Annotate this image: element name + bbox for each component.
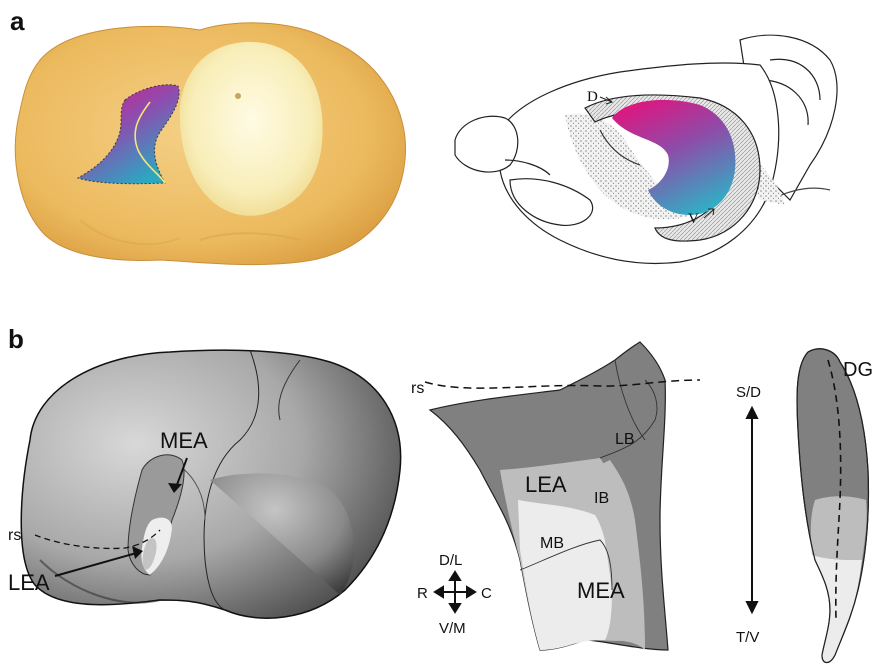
flatmap-label-lea: LEA <box>525 472 567 497</box>
compass-label-right: C <box>481 585 492 602</box>
flatmap-label-ib: IB <box>594 490 609 507</box>
panel-b-hippocampus <box>797 349 868 663</box>
panel-a-brain-photo <box>15 23 405 265</box>
flatmap-label-mb: MB <box>540 535 564 552</box>
axis-label-top: S/D <box>736 384 761 401</box>
panel-a-brain-drawing <box>455 35 837 263</box>
flatmap-label-rs: rs <box>411 380 424 397</box>
flatmap-label-lb: LB <box>615 431 635 448</box>
tissue-dot <box>235 93 241 99</box>
brain-label-rs: rs <box>8 527 21 544</box>
hippocampus-label-dg: DG <box>843 359 873 381</box>
axis-label-bottom: T/V <box>736 629 759 646</box>
compass-label-left: R <box>417 585 428 602</box>
compass-icon <box>435 572 475 612</box>
panel-b-brain-photo <box>21 350 400 618</box>
panel-a-letter: a <box>10 6 25 36</box>
drawing-label-dorsal: D <box>587 89 598 105</box>
panel-b-letter: b <box>8 324 24 354</box>
septotemporal-axis-icon <box>747 408 757 612</box>
brain-label-mea: MEA <box>160 428 208 453</box>
compass-label-top: D/L <box>439 552 462 569</box>
compass-label-bottom: V/M <box>439 620 466 637</box>
drawing-label-ventral: V <box>688 211 699 227</box>
brain-label-lea: LEA <box>8 570 50 595</box>
flatmap-label-mea: MEA <box>577 578 625 603</box>
